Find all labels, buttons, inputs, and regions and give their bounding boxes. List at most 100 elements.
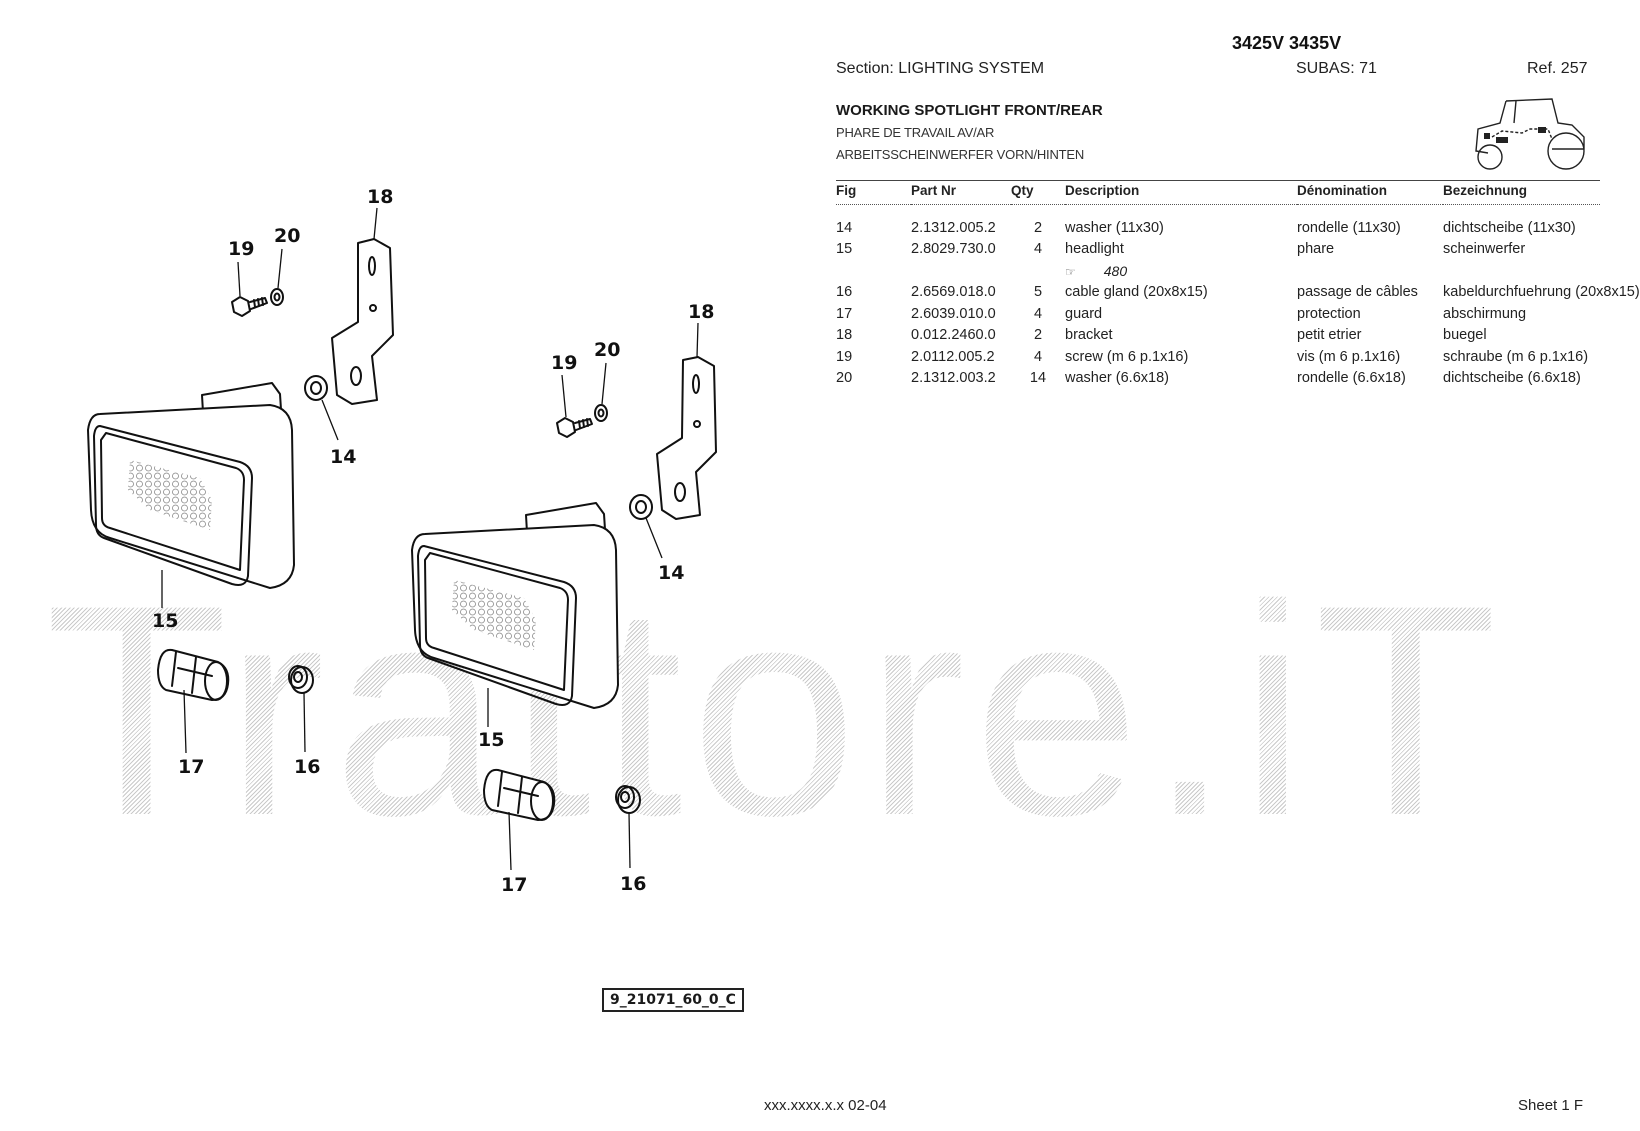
cell-bezeichnung: schraube (m 6 p.1x16) xyxy=(1443,348,1589,365)
callout-14: 14 xyxy=(330,446,356,468)
cell-description: cable gland (20x8x15) xyxy=(1065,284,1208,301)
parts-table: Fig Part Nr Qty Description Dénomination… xyxy=(836,180,1640,389)
cell-denomination: rondelle (11x30) xyxy=(1297,219,1401,236)
cell-description: washer (11x30) xyxy=(1065,219,1164,236)
model-title: 3425V 3435V xyxy=(1232,33,1342,53)
callout-20: 20 xyxy=(594,339,620,361)
cell-qty: 5 xyxy=(1033,284,1043,301)
cell-description: bracket xyxy=(1065,327,1113,344)
cell-bezeichnung: dichtscheibe (6.6x18) xyxy=(1443,370,1581,387)
section-label: Section: LIGHTING SYSTEM xyxy=(836,60,1045,77)
cell-bezeichnung: buegel xyxy=(1443,327,1487,344)
title-french: PHARE DE TRAVAIL AV/AR xyxy=(836,125,995,140)
cross-reference-number: 480 xyxy=(1103,262,1128,279)
cell-denomination: rondelle (6.6x18) xyxy=(1297,370,1406,387)
title-german: ARBEITSSCHEINWERFER VORN/HINTEN xyxy=(836,147,1085,162)
bracket-b xyxy=(656,356,717,520)
cell-qty: 4 xyxy=(1033,348,1043,365)
callout-14: 14 xyxy=(658,562,684,584)
cell-description: headlight xyxy=(1065,241,1124,258)
headlight-a xyxy=(87,382,295,589)
cell-qty: 2 xyxy=(1033,327,1043,344)
table-row: 14 2.1312.005.2 2 washer (11x30) rondell… xyxy=(836,205,1600,239)
callout-17: 17 xyxy=(178,756,204,778)
table-note-row: ☞ 480 xyxy=(836,260,1600,282)
cell-fig: 20 xyxy=(836,370,853,387)
cell-denomination: petit etrier xyxy=(1297,327,1362,344)
title-english: WORKING SPOTLIGHT FRONT/REAR xyxy=(836,102,1103,119)
cell-denomination: protection xyxy=(1297,305,1361,322)
cell-fig: 18 xyxy=(836,327,853,344)
col-header-fig: Fig xyxy=(836,180,911,205)
cell-part-nr: 2.1312.003.2 xyxy=(911,370,996,387)
guard-a xyxy=(157,648,230,701)
bracket-a xyxy=(331,238,394,405)
sheet-number: Sheet 1 F xyxy=(1518,1097,1584,1114)
cell-part-nr: 2.6039.010.0 xyxy=(911,305,996,322)
callout-18: 18 xyxy=(688,301,714,323)
callout-20: 20 xyxy=(274,225,300,247)
callout-16: 16 xyxy=(620,873,646,895)
washer-large-a xyxy=(304,375,328,401)
cell-qty: 4 xyxy=(1033,305,1043,322)
table-row: 15 2.8029.730.0 4 headlight phare schein… xyxy=(836,239,1600,261)
table-row: 17 2.6039.010.0 4 guard protection absch… xyxy=(836,303,1600,325)
cell-part-nr: 2.6569.018.0 xyxy=(911,284,996,301)
cell-part-nr: 2.1312.005.2 xyxy=(911,219,996,236)
cell-description: guard xyxy=(1065,305,1103,322)
cable-gland-b xyxy=(615,785,641,814)
footer-code: xxx.xxxx.x.x 02-04 xyxy=(764,1097,887,1114)
cell-qty: 2 xyxy=(1033,219,1043,236)
callout-19: 19 xyxy=(228,238,254,260)
tractor-thumbnail-icon xyxy=(1475,98,1585,170)
cell-description: washer (6.6x18) xyxy=(1065,370,1169,387)
guard-b xyxy=(483,768,556,821)
col-header-qty: Qty xyxy=(1011,180,1065,205)
callout-17: 17 xyxy=(501,874,527,896)
ref-label: Ref. 257 xyxy=(1527,60,1588,77)
table-row: 16 2.6569.018.0 5 cable gland (20x8x15) … xyxy=(836,282,1640,304)
leader-lines xyxy=(161,207,699,871)
cell-bezeichnung: kabeldurchfuehrung (20x8x15) xyxy=(1443,284,1640,301)
callout-15: 15 xyxy=(478,729,504,751)
col-header-denomination: Dénomination xyxy=(1297,180,1443,205)
callout-16: 16 xyxy=(294,756,320,778)
watermark: Trattore.iT xyxy=(45,542,1506,878)
cross-reference-note: ☞ 480 xyxy=(1065,260,1297,282)
cell-part-nr: 0.012.2460.0 xyxy=(911,327,996,344)
col-header-description: Description xyxy=(1065,180,1297,205)
exploded-parts-drawing: 19 20 18 14 15 17 16 19 20 18 14 15 17 1… xyxy=(87,186,717,896)
drawing-code: 9_21071_60_0_C xyxy=(602,988,744,1012)
callout-15: 15 xyxy=(152,610,178,632)
washer-large-b xyxy=(629,494,653,520)
cell-qty: 14 xyxy=(1029,370,1047,387)
cell-qty: 4 xyxy=(1033,241,1043,258)
col-header-bezeichnung: Bezeichnung xyxy=(1443,180,1600,205)
screw-a xyxy=(231,296,268,317)
callout-19: 19 xyxy=(551,352,577,374)
cell-fig: 14 xyxy=(836,219,853,236)
cell-denomination: phare xyxy=(1297,241,1335,258)
cell-bezeichnung: dichtscheibe (11x30) xyxy=(1443,219,1576,236)
col-header-part-nr: Part Nr xyxy=(911,180,1011,205)
pointing-hand-icon: ☞ xyxy=(1065,264,1076,279)
table-row: 18 0.012.2460.0 2 bracket petit etrier b… xyxy=(836,325,1600,347)
headlight-b xyxy=(411,502,619,709)
callout-18: 18 xyxy=(367,186,393,208)
cell-part-nr: 2.0112.005.2 xyxy=(911,348,995,365)
table-row: 19 2.0112.005.2 4 screw (m 6 p.1x16) vis… xyxy=(836,346,1600,368)
cell-bezeichnung: scheinwerfer xyxy=(1443,241,1526,258)
washer-small-a xyxy=(270,288,284,306)
cell-description: screw (m 6 p.1x16) xyxy=(1065,348,1189,365)
cell-part-nr: 2.8029.730.0 xyxy=(911,241,996,258)
washer-small-b xyxy=(594,404,608,422)
screw-b xyxy=(556,417,593,438)
cell-denomination: passage de câbles xyxy=(1297,284,1418,301)
cell-bezeichnung: abschirmung xyxy=(1443,305,1527,322)
cell-fig: 16 xyxy=(836,284,853,301)
cell-fig: 19 xyxy=(836,348,853,365)
cable-gland-a xyxy=(288,665,314,694)
cell-denomination: vis (m 6 p.1x16) xyxy=(1297,348,1401,365)
cell-fig: 15 xyxy=(836,241,853,258)
table-header-row: Fig Part Nr Qty Description Dénomination… xyxy=(836,180,1600,205)
